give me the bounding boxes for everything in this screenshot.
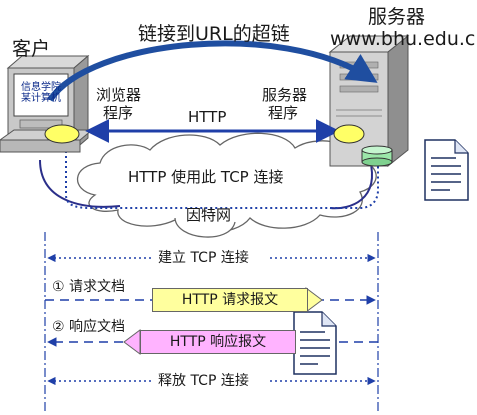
- browser-process-ellipse: [44, 124, 80, 144]
- hyperlink-arrow: [47, 40, 378, 102]
- browser-label-line2: 程序: [103, 104, 134, 122]
- http-response-message-box: HTTP 响应报文: [140, 330, 296, 354]
- client-screen-line1: 信息学院: [21, 82, 61, 93]
- server-label: 服务器: [368, 6, 426, 28]
- request-step-label: ① 请求文档: [52, 279, 126, 295]
- hyperlink-title: 链接到URL的超链: [138, 23, 290, 45]
- client-label: 客户: [12, 38, 51, 60]
- server-program-line1: 服务器: [262, 86, 308, 104]
- internet-label: 因特网: [186, 206, 232, 224]
- client-screen-line2: 某计算机: [21, 93, 61, 104]
- database-disk-icon: [361, 145, 393, 167]
- response-box-arrow: [123, 329, 141, 355]
- request-box-arrow: [305, 287, 323, 313]
- tcp-connection-label: HTTP 使用此 TCP 连接: [128, 168, 284, 186]
- browser-label-line1: 浏览器: [96, 86, 142, 104]
- response-step-label: ② 响应文档: [52, 319, 126, 335]
- release-tcp-label: 释放 TCP 连接: [158, 373, 249, 389]
- http-request-message-box: HTTP 请求报文: [152, 288, 308, 312]
- http-protocol-label: HTTP: [188, 108, 227, 126]
- server-program-line2: 程序: [268, 104, 299, 122]
- client-link-line: [39, 159, 121, 208]
- server-process-ellipse: [333, 124, 365, 144]
- server-url: www.bhu.edu.cn: [330, 28, 477, 50]
- tcp-connection-path: [65, 146, 379, 209]
- web-document-icon: [424, 139, 469, 201]
- establish-tcp-label: 建立 TCP 连接: [158, 250, 249, 266]
